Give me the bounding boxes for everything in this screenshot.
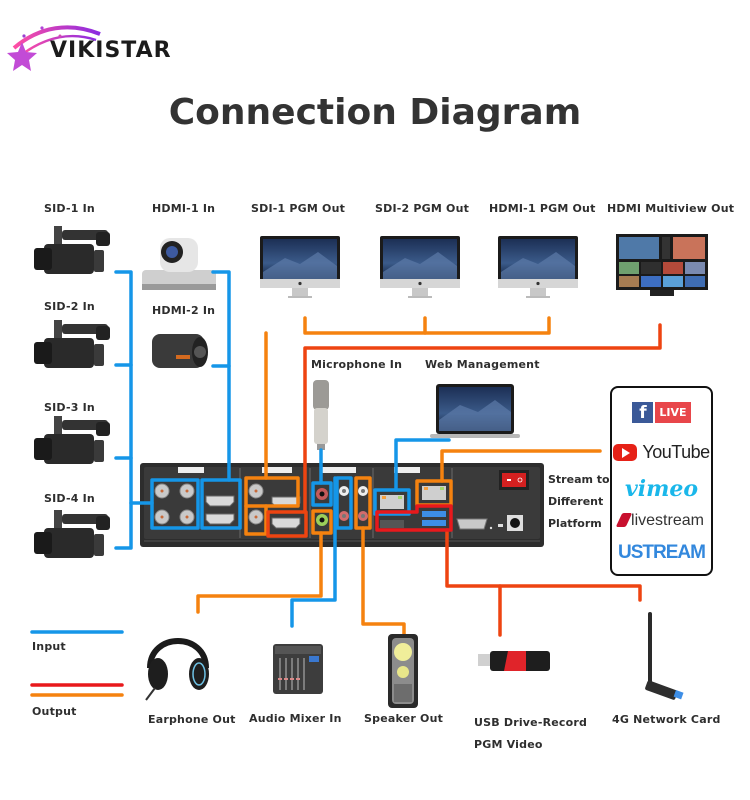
audio-mixer-in-label: Audio Mixer In	[249, 712, 342, 725]
stream-caption-line-3: Platform	[548, 517, 602, 530]
audio-mixer-icon	[273, 644, 323, 694]
sdi-1-pgm-out-label: SDI-1 PGM Out	[251, 202, 346, 215]
sdi-4-in-label: SID-4 In	[44, 492, 95, 505]
microphone-icon	[313, 380, 329, 450]
web-management-label: Web Management	[425, 358, 540, 371]
hdmi-2-in-label: HDMI-2 In	[152, 304, 216, 317]
monitor-icon	[498, 236, 578, 298]
monitor-icon	[260, 236, 340, 298]
facebook-icon: f	[632, 402, 654, 423]
camcorder-icon	[34, 416, 110, 464]
hdmi-1-in-label: HDMI-1 In	[152, 202, 216, 215]
youtube-label: YouTube	[642, 442, 710, 462]
laptop-icon	[430, 384, 520, 438]
legend-input-label: Input	[32, 640, 66, 653]
speaker-icon	[388, 634, 418, 708]
hdmi-1-pgm-out-label: HDMI-1 PGM Out	[489, 202, 596, 215]
sdi-2-in-label: SID-2 In	[44, 300, 95, 313]
ustream-logo: USTREAM	[618, 542, 706, 563]
input-wires	[30, 270, 451, 634]
usb-4g-dongle-icon	[645, 612, 684, 700]
4g-network-card-label: 4G Network Card	[612, 713, 721, 726]
vimeo-logo: vimeo	[624, 476, 699, 502]
monitor-icon	[380, 236, 460, 298]
usb-drive-label-line-2: PGM Video	[474, 738, 543, 751]
usb-drive-label: USB Drive-Record	[474, 716, 588, 729]
youtube-play-icon	[613, 444, 638, 461]
multiview-monitor-icon	[616, 234, 708, 296]
brand-logo-icon	[7, 25, 101, 71]
brand-name: VIKISTAR	[50, 38, 172, 63]
camcorder-icon	[34, 320, 110, 368]
output-wires-orange	[30, 316, 602, 697]
sdi-1-in-label: SID-1 In	[44, 202, 95, 215]
sdi-2-pgm-out-label: SDI-2 PGM Out	[375, 202, 470, 215]
livestream-label: livestream	[631, 512, 704, 529]
ptz-camera-icon	[142, 238, 216, 290]
microphone-in-label: Microphone In	[311, 358, 403, 371]
stream-caption-line-1: Stream to	[548, 473, 610, 486]
box-camera-icon	[152, 334, 208, 368]
page-title: Connection Diagram	[168, 92, 582, 133]
speaker-out-label: Speaker Out	[364, 712, 444, 725]
camcorder-icon	[34, 226, 110, 274]
earphone-out-label: Earphone Out	[148, 713, 236, 726]
stream-caption-line-2: Different	[548, 495, 604, 508]
usb-drive-icon	[478, 651, 550, 671]
headphones-icon	[145, 638, 209, 701]
facebook-live-label: LIVE	[655, 402, 691, 423]
usb-output-highlight	[375, 504, 453, 532]
camcorder-icon	[34, 510, 110, 558]
output-wires-red	[266, 323, 662, 637]
sdi-3-in-label: SID-3 In	[44, 401, 95, 414]
legend-output-label: Output	[32, 705, 77, 718]
youtube-logo: YouTube	[612, 442, 711, 463]
hdmi-multiview-out-label: HDMI Multiview Out	[607, 202, 735, 215]
livestream-mark-icon	[615, 513, 633, 527]
livestream-logo: livestream	[612, 512, 711, 530]
